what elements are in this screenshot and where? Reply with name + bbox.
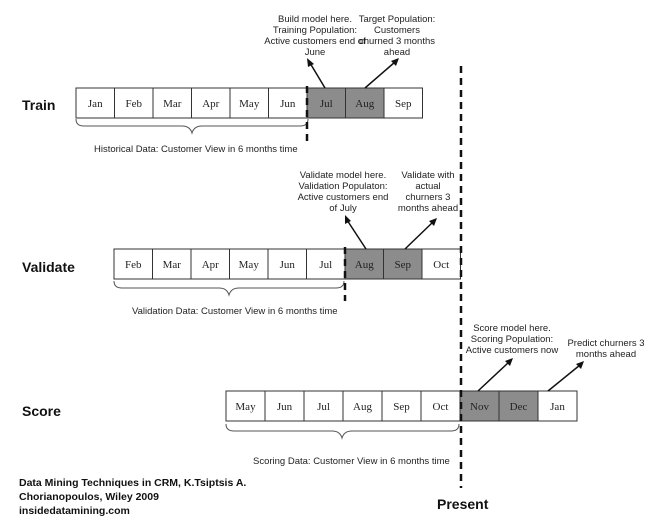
validate-data-brace (113, 280, 345, 297)
score-month-cell (537, 390, 578, 422)
score-data-brace (225, 423, 460, 440)
validate-month-cell (229, 248, 269, 280)
note-line: Training Population: (273, 25, 357, 36)
validate-month-cells: Feb Mar Apr May Jun Jul Aug Sep Oct (113, 248, 461, 280)
note-line: months ahead (576, 349, 636, 360)
score-month-cell (303, 390, 344, 422)
score-row-label: Score (22, 403, 61, 419)
validate-month-label: Feb (125, 259, 142, 271)
validate-month-label: Sep (395, 259, 412, 271)
score-month-cell (225, 390, 266, 422)
note-line: Target Population: (359, 14, 436, 25)
validate-month-label: Mar (163, 259, 182, 271)
train-target-arrow (364, 58, 399, 89)
credit-line-2: Chorianopoulos, Wiley 2009 (19, 491, 159, 503)
validate-month-cell (383, 248, 423, 280)
note-line: months ahead (398, 203, 458, 214)
validate-month-cell (267, 248, 307, 280)
note-line: Scoring Population: (471, 334, 553, 345)
note-line: churners 3 (406, 192, 451, 203)
present-label: Present (437, 496, 489, 512)
train-month-label: Jun (280, 98, 296, 110)
train-build-arrow (307, 58, 326, 89)
validate-month-label: May (239, 259, 260, 271)
validate-month-label: Jun (280, 259, 296, 271)
train-month-cell (152, 87, 192, 119)
validate-model-note: Validate model here.Validation Populaton… (298, 170, 389, 214)
train-month-cells: Jan Feb Mar Apr May Jun Jul Aug Sep (75, 87, 423, 119)
train-month-label: Apr (202, 98, 219, 110)
score-month-cell (264, 390, 305, 422)
note-line: of July (329, 203, 357, 214)
score-model-note: Score model here.Scoring Population:Acti… (466, 323, 559, 356)
train-month-label: Sep (395, 98, 412, 110)
train-month-label: May (239, 98, 260, 110)
validate-month-cell (190, 248, 230, 280)
validate-month-cell (421, 248, 461, 280)
train-month-label: Jan (88, 98, 103, 110)
credit-line-3: insidedatamining.com (19, 505, 130, 517)
note-line: Validate with (401, 170, 454, 181)
score-month-label: Nov (470, 401, 489, 413)
score-brace-caption: Scoring Data: Customer View in 6 months … (253, 456, 450, 467)
note-line: ahead (384, 47, 410, 58)
train-month-cell (75, 87, 115, 119)
train-month-cell (383, 87, 423, 119)
score-month-label: Jul (317, 401, 330, 413)
score-month-cell (459, 390, 500, 422)
score-month-label: May (235, 401, 256, 413)
validate-month-label: Oct (433, 259, 449, 271)
validate-brace-caption: Validation Data: Customer View in 6 mont… (132, 306, 338, 317)
note-line: Validate model here. (300, 170, 386, 181)
validate-month-label: Apr (202, 259, 219, 271)
validate-churners-arrow (404, 218, 437, 250)
train-month-cell (306, 87, 346, 119)
note-line: Customers (374, 25, 420, 36)
note-line: June (305, 47, 326, 58)
validate-row-label: Validate (22, 259, 75, 275)
train-month-cell (268, 87, 308, 119)
train-month-label: Feb (126, 98, 143, 110)
train-month-label: Mar (163, 98, 182, 110)
score-month-label: Dec (510, 401, 528, 413)
train-month-cell (345, 87, 385, 119)
train-row-label: Train (22, 97, 55, 113)
train-build-model-note: Build model here.Training Population:Act… (264, 14, 366, 58)
score-month-label: Jan (550, 401, 565, 413)
score-predict-arrow (547, 361, 584, 392)
train-month-cell (229, 87, 269, 119)
train-month-label: Jul (320, 98, 333, 110)
note-line: Active customers end of (264, 36, 366, 47)
note-line: actual (415, 181, 440, 192)
score-month-label: Oct (433, 401, 449, 413)
train-data-brace (75, 118, 309, 135)
note-line: churned 3 months (359, 36, 435, 47)
note-line: Active customers end (298, 192, 389, 203)
validate-month-label: Aug (355, 259, 374, 271)
credit-line-1: Data Mining Techniques in CRM, K.Tsiptsi… (19, 477, 246, 489)
score-month-cells: May Jun Jul Aug Sep Oct Nov Dec Jan (225, 390, 578, 422)
score-model-arrow (477, 358, 513, 392)
score-month-label: Sep (393, 401, 410, 413)
note-line: Active customers now (466, 345, 559, 356)
score-month-label: Aug (353, 401, 372, 413)
score-month-label: Jun (277, 401, 293, 413)
validate-month-label: Jul (319, 259, 332, 271)
score-month-cell (342, 390, 383, 422)
train-brace-caption: Historical Data: Customer View in 6 mont… (94, 144, 298, 155)
validate-model-arrow (345, 215, 367, 250)
note-line: Predict churners 3 (567, 338, 644, 349)
score-month-cell (381, 390, 422, 422)
validate-month-cell (113, 248, 153, 280)
train-month-label: Aug (355, 98, 374, 110)
note-line: Score model here. (473, 323, 551, 334)
note-line: Build model here. (278, 14, 352, 25)
train-month-cell (114, 87, 154, 119)
note-line: Validation Populaton: (298, 181, 387, 192)
